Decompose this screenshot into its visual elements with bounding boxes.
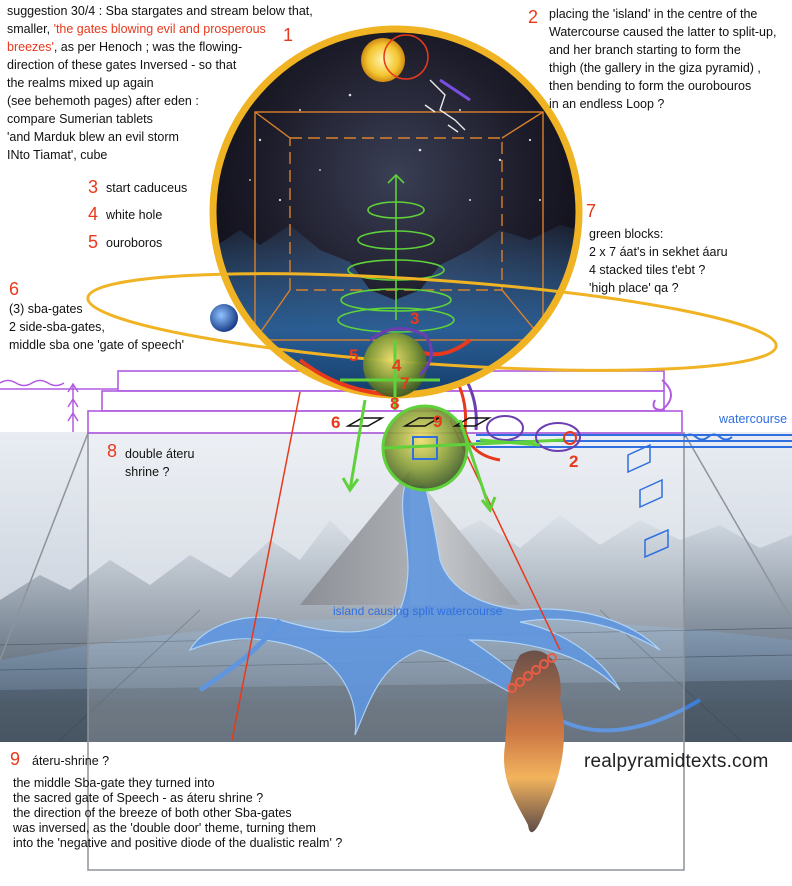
- marker-6: 6: [331, 413, 341, 432]
- note-8-line: double áteru: [125, 447, 195, 461]
- gate-arrows-left: [0, 379, 118, 432]
- caduceus-arrows: [341, 395, 497, 513]
- note-2-line: Watercourse caused the latter to split-u…: [549, 25, 777, 39]
- note-1: suggestion 30/4 : Sba stargates and stre…: [7, 2, 313, 164]
- marker-8: 8: [390, 394, 400, 413]
- note-7-number: 7: [586, 201, 597, 221]
- note-6: (3) sba-gates 2 side-sba-gates, middle s…: [9, 300, 184, 354]
- cube-frame: [0, 432, 792, 871]
- note-9-line: the direction of the breeze of both othe…: [13, 806, 292, 820]
- marker-4: 4: [392, 356, 402, 375]
- note-8-line: shrine ?: [125, 465, 170, 479]
- fire-island: [504, 650, 565, 833]
- marker-5: 5: [349, 346, 359, 365]
- note-9-line: the sacred gate of Speech - as áteru shr…: [13, 791, 264, 805]
- note-9-line: was inversed, as the 'double door' theme…: [13, 821, 316, 835]
- note-1-line: 'and Marduk blew an evil storm: [7, 130, 179, 144]
- sun: [361, 34, 429, 82]
- note-6-number: 6: [9, 279, 20, 299]
- note-6-line: middle sba one 'gate of speech': [9, 338, 185, 352]
- note-7: green blocks: 2 x 7 áat's in sekhet áaru…: [589, 225, 728, 297]
- note-1-line: compare Sumerian tablets: [7, 112, 153, 126]
- note-2: placing the 'island' in the centre of th…: [549, 5, 776, 113]
- legend-number: 4: [88, 204, 99, 224]
- note-8: double áteru shrine ?: [125, 445, 195, 481]
- note-1-line: suggestion 30/4 : Sba stargates and stre…: [7, 4, 313, 18]
- legend-label: start caduceus: [106, 181, 188, 195]
- note-9-line: into the 'negative and positive diode of…: [13, 836, 343, 850]
- note-7-line: 4 stacked tiles t'ebt ?: [589, 263, 706, 277]
- island-label: island causing split watercourse: [333, 604, 503, 618]
- watercourse-label: watercourse: [719, 412, 788, 426]
- sba-gate-planes: [87, 370, 683, 434]
- legend-label: white hole: [106, 208, 163, 222]
- marker-3: 3: [410, 309, 420, 328]
- note-1-line: the realms mixed up again: [7, 76, 154, 90]
- note-1-number: 1: [283, 25, 294, 45]
- white-hole-sphere: [340, 327, 440, 397]
- note-7-line: 'high place' qa ?: [589, 281, 679, 295]
- note-1-line: breezes', as per Henoch ; was the flowin…: [7, 40, 243, 54]
- note-2-line: thigh (the gallery in the giza pyramid) …: [549, 61, 761, 75]
- note-2-line: and her branch starting to form the: [549, 43, 741, 57]
- legend-label: ouroboros: [106, 236, 163, 250]
- note-1-line: INto Tiamat', cube: [7, 148, 108, 162]
- earth: [210, 304, 238, 332]
- note-7-line: green blocks:: [589, 227, 664, 241]
- note-6-line: 2 side-sba-gates,: [9, 320, 105, 334]
- note-2-line: in an endless Loop ?: [549, 97, 665, 111]
- cosmic-circle: [209, 25, 583, 399]
- legend-number: 3: [88, 177, 99, 197]
- marker-7: 7: [400, 374, 410, 393]
- note-7-line: 2 x 7 áat's in sekhet áaru: [589, 245, 728, 259]
- note-2-number: 2: [528, 7, 539, 27]
- ateru-sphere: [381, 404, 566, 492]
- site-url: realpyramidtexts.com: [584, 751, 769, 772]
- ouroboros-loop: [479, 415, 581, 452]
- note-9-number: 9: [10, 749, 21, 769]
- note-8-number: 8: [107, 441, 118, 461]
- note-1-line: direction of these gates Inversed - so t…: [7, 58, 237, 72]
- gate-curl-right: [652, 379, 672, 412]
- note-9-title: áteru-shrine ?: [32, 754, 110, 768]
- note-6-line: (3) sba-gates: [9, 302, 83, 316]
- note-1-line: (see behemoth pages) after eden :: [7, 94, 199, 108]
- legend-number: 5: [88, 232, 99, 252]
- note-9-line: the middle Sba-gate they turned into: [13, 776, 215, 790]
- marker-9: 9: [433, 412, 443, 431]
- note-2-line: placing the 'island' in the centre of th…: [549, 7, 758, 21]
- note-2-line: then bending to form the ourobouros: [549, 79, 752, 93]
- note-1-line: smaller, 'the gates blowing evil and pro…: [7, 22, 266, 36]
- note-9: the middle Sba-gate they turned into the…: [13, 776, 342, 851]
- marker-2: 2: [569, 452, 579, 471]
